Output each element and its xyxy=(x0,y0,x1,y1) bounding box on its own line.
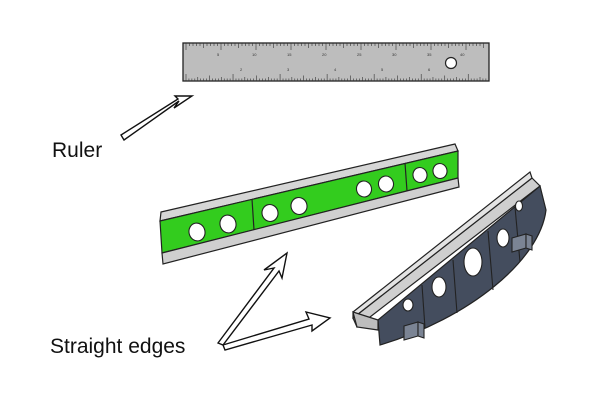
arrow-to-ruler xyxy=(120,95,195,142)
gray-edge-top-face xyxy=(352,170,533,320)
svg-text:5: 5 xyxy=(381,67,384,72)
ruler: 5 10 15 20 25 30 35 40 2 3 4 5 6 xyxy=(182,42,490,82)
ruler-hanging-hole xyxy=(444,56,458,70)
ruler-label: Ruler xyxy=(52,139,103,162)
gray-bow-straight-edge xyxy=(352,170,547,346)
svg-text:30: 30 xyxy=(392,52,397,57)
gray-edge-ribs xyxy=(421,206,521,329)
arrow-to-gray-straight-edge xyxy=(222,310,332,351)
svg-text:40: 40 xyxy=(460,52,465,57)
svg-text:4: 4 xyxy=(334,67,337,72)
ruler-ticks xyxy=(185,43,487,81)
green-edge-holes xyxy=(188,162,448,242)
gray-edge-end-face xyxy=(352,311,379,331)
ruler-numbers: 5 10 15 20 25 30 35 40 2 3 4 5 6 xyxy=(217,52,465,72)
straight-edges-label: Straight edges xyxy=(50,335,186,358)
green-i-beam-straight-edge xyxy=(159,143,460,265)
green-edge-rib xyxy=(404,162,408,192)
green-edge-rib xyxy=(251,198,255,231)
gray-edge-feet xyxy=(403,233,533,341)
svg-text:6: 6 xyxy=(428,67,431,72)
svg-text:20: 20 xyxy=(322,52,327,57)
svg-text:15: 15 xyxy=(287,52,292,57)
arrow-to-green-straight-edge xyxy=(216,251,289,346)
svg-text:10: 10 xyxy=(252,52,257,57)
svg-text:5: 5 xyxy=(217,52,220,57)
svg-text:2: 2 xyxy=(240,67,243,72)
svg-text:35: 35 xyxy=(427,52,432,57)
green-edge-bottom-flange xyxy=(161,177,460,265)
svg-text:25: 25 xyxy=(357,52,362,57)
svg-text:3: 3 xyxy=(287,67,290,72)
gray-edge-holes xyxy=(402,200,524,312)
